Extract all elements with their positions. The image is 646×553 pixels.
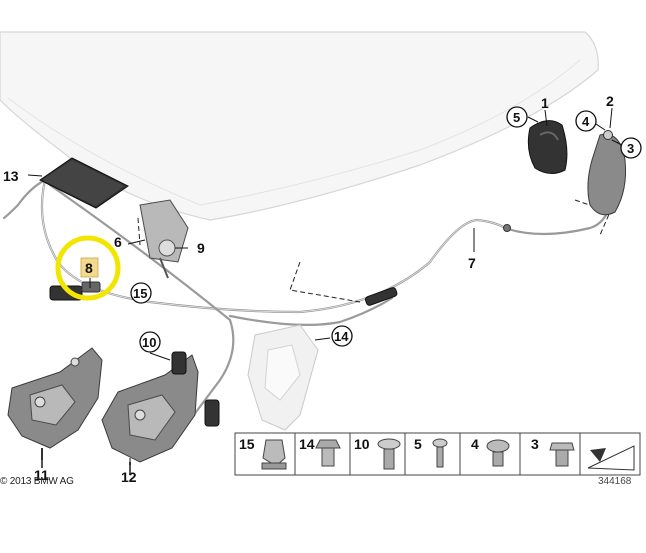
legend-label-3: 3: [531, 436, 539, 452]
rivet-14-icon: [315, 439, 341, 467]
arrow-symbol-icon: [587, 445, 635, 471]
callout-3: 3: [627, 141, 634, 156]
callout-1: 1: [541, 95, 549, 111]
part-1-handle: [527, 120, 568, 174]
highlight-ring: [55, 235, 121, 301]
nut-3-icon: [549, 442, 575, 467]
callout-15: 15: [133, 286, 147, 301]
callout-2: 2: [606, 93, 614, 109]
nut-4-icon: [486, 439, 510, 467]
callout-10: 10: [142, 335, 156, 350]
callout-13: 13: [3, 168, 19, 184]
callout-9: 9: [197, 240, 205, 256]
callout-8: 8: [85, 260, 93, 276]
cable-sleeve: [364, 287, 398, 306]
callout-14: 14: [334, 329, 349, 344]
legend-label-4: 4: [471, 436, 479, 452]
part-12-lock: [101, 351, 220, 475]
part-14-ghost-bracket: [247, 324, 319, 431]
clip-15-icon: [261, 439, 287, 470]
part-2-lever: [587, 130, 626, 216]
legend-label-5: 5: [414, 436, 422, 452]
part-13-pad: [39, 157, 129, 209]
callout-12: 12: [121, 469, 137, 485]
callouts: 13 1 2 5 4 3 6 9 7 8 15 10 14 11 12: [3, 93, 642, 485]
part-6-bracket: [139, 199, 189, 279]
callout-4: 4: [582, 114, 590, 129]
hood-panel: [0, 31, 599, 221]
leader-lines: [27, 107, 623, 465]
drawing-id: 344168: [598, 476, 632, 487]
callout-11: 11: [34, 467, 49, 483]
callout-7: 7: [468, 255, 476, 271]
legend-label-10: 10: [354, 436, 370, 452]
fastener-legend: 15 14 10 5 4 3: [234, 432, 641, 476]
screw-5-icon: [432, 438, 448, 468]
callout-6: 6: [114, 234, 122, 250]
legend-label-15: 15: [239, 436, 255, 452]
part-11-lock: [7, 347, 103, 468]
legend-label-14: 14: [299, 436, 315, 452]
callout-5: 5: [513, 110, 520, 125]
copyright-text: © 2013 BMW AG: [0, 476, 74, 487]
screw-10-icon: [377, 438, 401, 470]
